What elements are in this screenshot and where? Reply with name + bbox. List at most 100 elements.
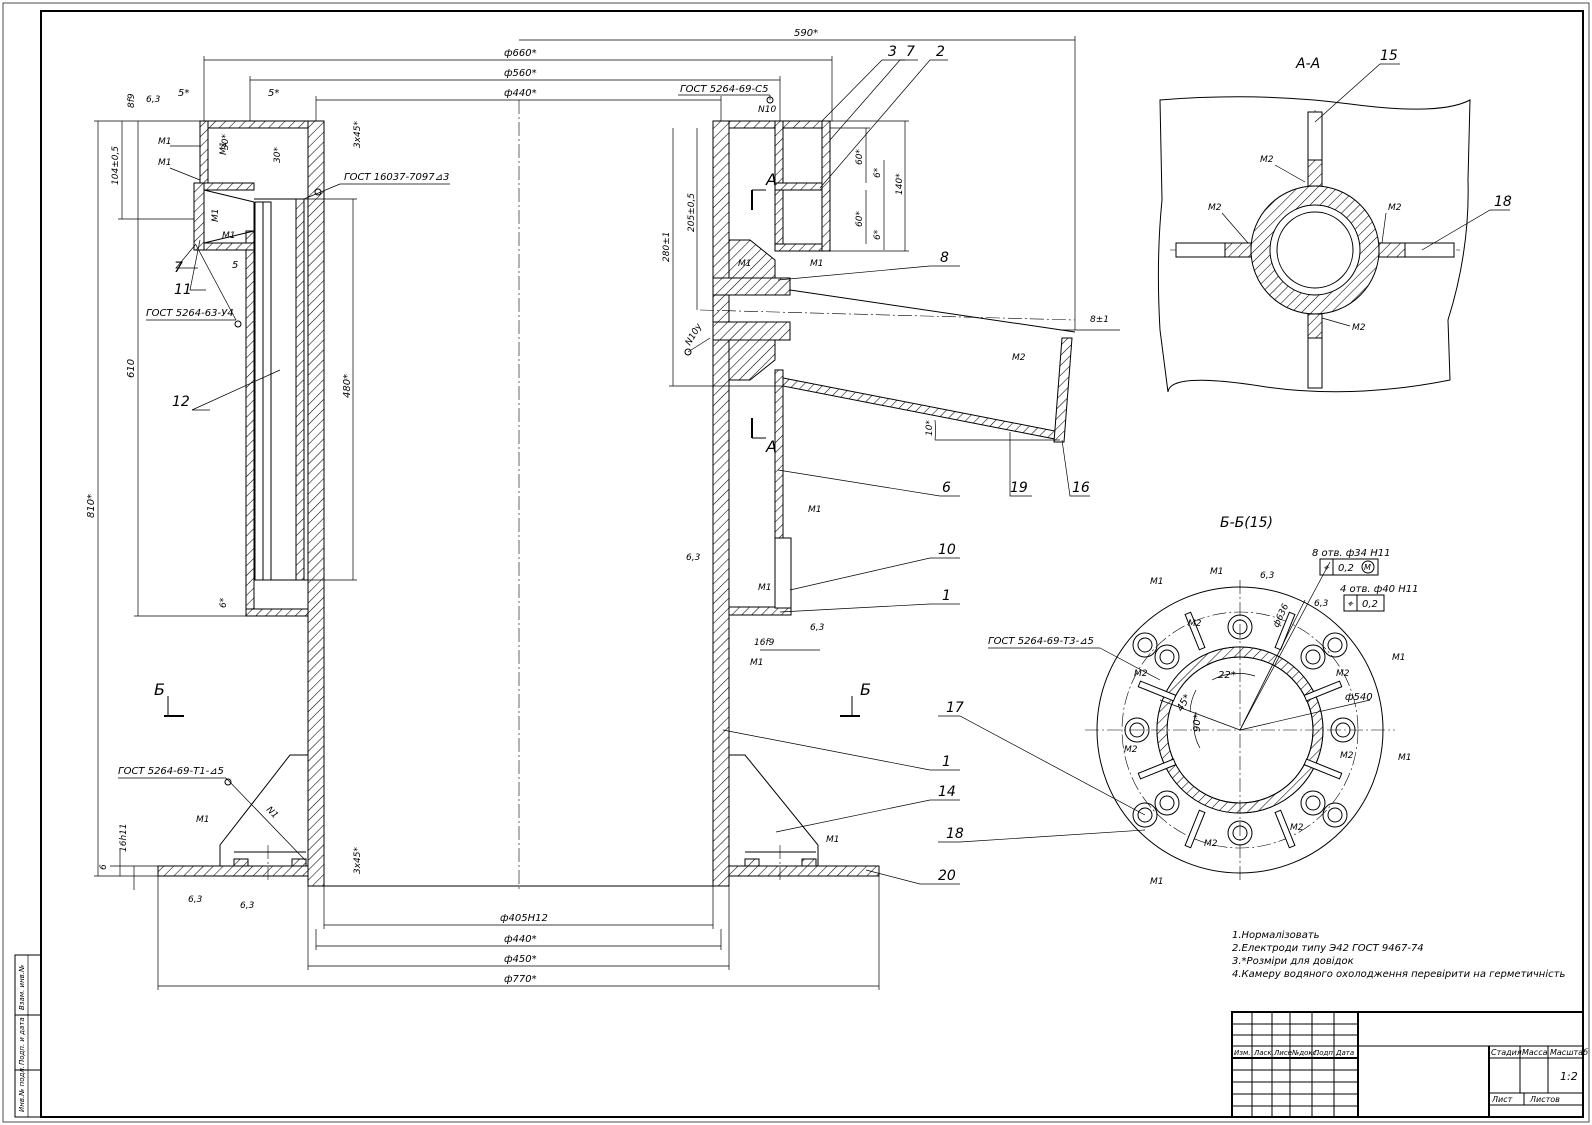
pos-7: 7 (906, 44, 915, 60)
section-view-BB: Б-Б(15) (938, 515, 1418, 887)
weld-mark-label: M1 (219, 142, 229, 156)
main-section-view (157, 100, 1076, 890)
dim-770: ф770* (504, 974, 537, 985)
tb-col-izm: Изм. (1234, 1049, 1250, 1057)
roughness-5: 6,3 (810, 623, 825, 633)
right-main-wall (712, 120, 730, 887)
weld-mark-label: M1 (738, 259, 752, 269)
dim-450: ф450* (504, 954, 537, 965)
tb-massa: Масса (1522, 1048, 1548, 1057)
tol-value-2: 0,2 (1362, 599, 1378, 610)
section-marks: А А Б Б (154, 170, 871, 717)
dimension-lines (94, 36, 1120, 990)
dim-590: 590* (794, 28, 818, 39)
tb-col-dokum: №докс. (1291, 1049, 1319, 1057)
pos-5: 3 (888, 44, 897, 60)
svg-text:⌖: ⌖ (1323, 563, 1330, 574)
tol-value-1: 0,2 (1338, 563, 1354, 574)
dim-140: 140* (895, 173, 905, 195)
weld-mark-label: M2 (1012, 353, 1026, 363)
svg-text:⌖: ⌖ (1347, 599, 1354, 610)
pos-16: 17 (946, 700, 964, 716)
weld-mark-label: M2 (1208, 203, 1222, 213)
side-strip-label-3: Взам. инв.№ (18, 965, 26, 1010)
pos-11: 11 (174, 282, 192, 298)
tb-listov: Листов (1529, 1095, 1560, 1104)
weld-mark-label: M1 (196, 815, 210, 825)
tb-scale: 1:2 (1560, 1070, 1578, 1083)
tb-stadia: Стадия (1491, 1048, 1522, 1057)
dim-d540: ф540 (1345, 692, 1373, 703)
dim-6a: 6* (873, 167, 883, 178)
dim-280: 280±1 (662, 232, 672, 262)
pos-20: 20 (938, 868, 956, 884)
dim-440: ф440* (504, 934, 537, 945)
weld-marks-main: M1 M1 M1 M1 M1 M1 M1 M1 M1 M1 M1 M1 M2 (158, 137, 1026, 845)
dim-104: 104±0,5 (111, 146, 121, 185)
pos-2: 1 (942, 588, 951, 604)
dim-30a: 30* (221, 134, 231, 150)
weld-mark-label: M2 (1290, 823, 1304, 833)
side-strip-label-1: Инв.№ подл. (18, 1066, 26, 1112)
weld-n1-bottom: N1 (264, 805, 280, 821)
dim-610: 610 (126, 359, 137, 378)
dim-10deg: 10* (925, 420, 935, 436)
pos-9: 7 (174, 260, 183, 276)
holes-8-label: 8 отв. ф34 Н11 (1312, 548, 1390, 559)
section-mark-A-bottom: А (765, 437, 777, 456)
weld-mark-label: M1 (1392, 653, 1406, 663)
tb-col-data: Дата (1335, 1049, 1354, 1057)
weld-mark-label: M1 (1150, 577, 1164, 587)
sheet-inner-frame (40, 10, 1584, 1118)
flange-holes (1124, 614, 1356, 846)
angle-22: 22* (1218, 670, 1236, 681)
pos-19: 19 (1010, 480, 1028, 496)
dim-60a: 60* (855, 149, 865, 165)
side-strip: Инв.№ подл. Подп. и дата Взам. инв.№ (14, 954, 42, 1118)
weld-mark-label: M1 (750, 658, 764, 668)
left-jacket-bottom (245, 608, 309, 617)
roughness-4: 6,3 (686, 553, 701, 563)
flange-roughness-1: 6,3 (1260, 571, 1275, 581)
pos-3: 2 (936, 44, 945, 60)
left-jacket-wall (245, 230, 255, 617)
weld-mark-label: M2 (1134, 669, 1148, 679)
tb-list: Лист (1491, 1095, 1513, 1104)
dim-30b: 30* (273, 147, 283, 163)
gost-label-3: ГОСТ 5264-63-У4 (146, 308, 234, 319)
tb-masshtab: Масштаб (1550, 1048, 1588, 1057)
note-3: 3.*Розміри для довідок (1232, 955, 1354, 967)
weld-mark-label: M2 (1260, 155, 1274, 165)
angle-45: 45* (1175, 693, 1193, 714)
pos-17: 18 (946, 826, 964, 842)
bottom-flange-left (157, 865, 309, 877)
weld-mark-label: M2 (1388, 203, 1402, 213)
roughness-2: 6,3 (188, 895, 203, 905)
pos-10: 10 (938, 542, 956, 558)
note-4: 4.Камеру водяного охолодження перевірити… (1232, 968, 1565, 980)
pos-8: 8 (940, 250, 949, 266)
weld-mark-label: M1 (1210, 567, 1224, 577)
pos-13: 14 (938, 784, 956, 800)
left-jacket-top (199, 120, 309, 129)
dim-8f9: 8f9 (127, 93, 137, 108)
dim-16h11: 16h11 (119, 823, 129, 852)
flange-roughness-2: 6,3 (1314, 599, 1329, 609)
dim-6c: 6* (219, 597, 229, 608)
pos-6: 6 (942, 480, 951, 496)
weld-mark-label: M1 (222, 231, 236, 241)
weld-mark-label: M1 (158, 137, 172, 147)
dimension-labels: 590* ф660* ф560* ф440* ф405H12 ф440* ф45… (86, 28, 1109, 985)
tol-frame-2 (1343, 594, 1385, 612)
position-callouts: 3 7 2 8 6 19 16 10 1 1 14 20 7 11 12 (172, 44, 1090, 885)
pos-1: 1 (942, 754, 951, 770)
section-AA-title: А-А (1295, 56, 1320, 72)
dim-60b: 60* (855, 211, 865, 227)
dim-5c: 5 (232, 260, 238, 271)
note-2: 2.Електроди типу Э42 ГОСТ 9467-74 (1232, 943, 1424, 954)
dim-5b: 5* (268, 88, 279, 99)
weld-mark-label: M1 (758, 583, 772, 593)
dim-810: 810* (86, 494, 97, 518)
pos-18: 18 (1494, 194, 1512, 210)
